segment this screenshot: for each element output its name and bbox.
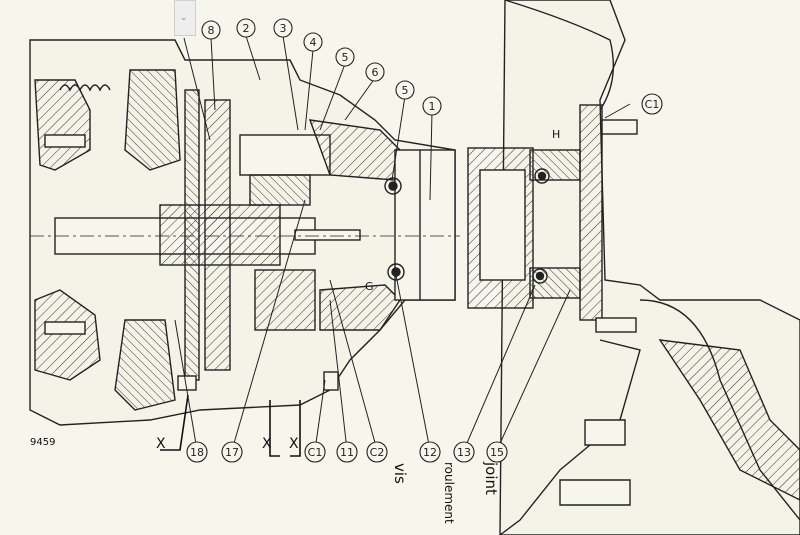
callout-6-label: 6 [372, 66, 379, 79]
right-assembly [467, 0, 800, 535]
callout-17: 17 [221, 441, 243, 463]
callout-5b: 5 [395, 80, 415, 100]
callout-c1-bottom: C1 [304, 441, 326, 463]
callout-18-label: 18 [190, 446, 204, 459]
callout-c1-bottom-label: C1 [308, 446, 323, 459]
figure-number: 9459 [30, 437, 55, 448]
callout-17-label: 17 [225, 446, 239, 459]
callout-2: 2 [236, 18, 256, 38]
callout-c2: C2 [366, 441, 388, 463]
section-mark-x3: X [289, 436, 299, 452]
callout-12: 12 [419, 441, 441, 463]
callout-18: 18 [186, 441, 208, 463]
callout-8: 8 [201, 20, 221, 40]
callout-15-label: 15 [490, 446, 504, 459]
chevron-down-icon: ⌄ [180, 13, 188, 23]
callout-leaders [174, 35, 631, 451]
callout-c1-top-label: C1 [645, 98, 660, 111]
callout-2-label: 2 [243, 22, 250, 35]
callout-13-label: 13 [457, 446, 471, 459]
callout-6: 6 [365, 62, 385, 82]
annotation-roulement: roulement [442, 462, 456, 524]
dimension-h: H [552, 128, 560, 141]
section-mark-x1: X [156, 436, 166, 452]
callout-12-label: 12 [423, 446, 437, 459]
callout-11-label: 11 [340, 446, 354, 459]
section-mark-x2: X [262, 436, 272, 452]
image-thumbnail-handle[interactable]: ⌄ [174, 0, 196, 36]
dimension-g: G [365, 280, 374, 293]
callout-circles: 8 2 3 4 5 6 5 1 C1 18 17 C1 11 C2 12 13 … [186, 18, 663, 463]
callout-3: 3 [273, 18, 293, 38]
callout-13: 13 [453, 441, 475, 463]
callout-5-label: 5 [342, 51, 349, 64]
callout-4: 4 [303, 32, 323, 52]
callout-8-label: 8 [208, 24, 215, 37]
callout-3-label: 3 [280, 22, 287, 35]
callout-15: 15 [486, 441, 508, 463]
callout-1-label: 1 [429, 100, 436, 113]
annotation-vis: vis [391, 463, 409, 484]
callout-11: 11 [336, 441, 358, 463]
callout-5b-label: 5 [402, 84, 409, 97]
callout-5: 5 [335, 47, 355, 67]
callout-c2-label: C2 [370, 446, 385, 459]
callout-4-label: 4 [310, 36, 317, 49]
annotation-joint: joint [482, 461, 500, 495]
callout-c1-top: C1 [641, 93, 663, 115]
left-assembly [29, 39, 460, 426]
callout-1: 1 [422, 96, 442, 116]
section-marks [160, 394, 301, 457]
